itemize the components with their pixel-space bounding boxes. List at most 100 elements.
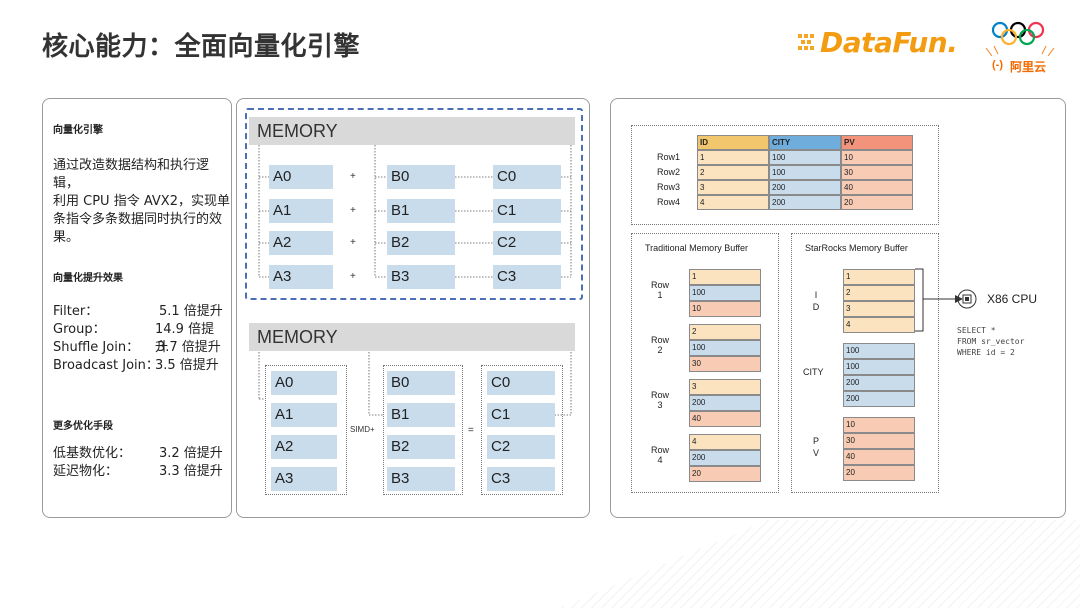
datafun-wordmark: DataFun. [820,26,958,59]
table-cell: 10 [841,150,913,165]
buffer-cell: 4 [843,317,915,333]
scalar-flow-lines [258,145,572,416]
row-label-word: Row [651,280,670,290]
cell-b1: B1 [387,199,455,223]
buffer-cell: 40 [843,449,915,465]
buffer-cell: 3 [843,301,915,317]
row-label-num: 4 [657,455,663,465]
aliyun-logo: (-) 阿里云 [992,58,1052,74]
sql-line: FROM sr_vector [957,337,1025,346]
right-panel: ID CITY PV Row1 1 100 10 Row2 2 100 30 R… [610,98,1066,518]
cell-b0: B0 [387,371,455,395]
olympic-rings-icon [985,21,1055,57]
cell-c1: C1 [493,199,561,223]
middle-panel: MEMORY A0 A1 A2 A3 + + + + B0 B1 B2 B3 C… [236,98,590,518]
bracket-arrow [915,268,963,332]
table-cell: 100 [769,150,841,165]
cpu-icon [957,289,977,309]
buffer-cell: 100 [843,343,915,359]
buffer-cell: 1 [689,269,761,285]
simd-plus-label: SIMD+ [350,425,375,434]
stat-row: 低基数优化：3.2 倍提升 [53,445,225,463]
source-table-box [631,125,939,225]
desc-line: 利用 CPU 指令 AVX2，实现单 [53,194,230,209]
cell-a2: A2 [269,231,333,255]
buffer-cell: 100 [689,285,761,301]
table-cell: 1 [697,150,769,165]
buffer-cell: 10 [689,301,761,317]
cell-c3: C3 [493,265,561,289]
col-header-id: ID [697,135,769,150]
buffer-cell: 200 [843,375,915,391]
stat-value: 5.1 倍提升 [159,304,223,319]
buffer-cell: 4 [689,434,761,450]
cell-a0: A0 [269,165,333,189]
stat-value: 3.2 倍提升 [159,446,223,461]
table-cell: 40 [841,180,913,195]
table-cell: 20 [841,195,913,210]
aliyun-olympic-logo: (-) 阿里云 [984,20,1056,80]
table-cell: 200 [769,195,841,210]
stat-row: 延迟物化：3.3 倍提升 [53,463,225,481]
stat-key: Group： [53,322,106,337]
equals-sign: = [468,425,474,436]
row-label: Row3 [657,182,681,192]
vector-engine-description: 通过改造数据结构和执行逻辑， 利用 CPU 指令 AVX2，实现单 条指令多条数… [53,157,231,247]
simd-group-c [481,365,563,495]
row-label-num: 2 [657,345,663,355]
traditional-buffer-box [631,233,779,493]
buffer-cell: 40 [689,411,761,427]
simd-group-a [265,365,347,495]
cell-b3: B3 [387,265,455,289]
chip-icon [957,289,977,309]
buffer-cell: 30 [689,356,761,372]
table-cell: 30 [841,165,913,180]
section-heading-vector-engine: 向量化引擎 [53,125,103,136]
column-label: CITY [803,367,824,377]
buffer-cell: 3 [689,379,761,395]
column-label-part: I [814,290,818,300]
starrocks-buffer-title: StarRocks Memory Buffer [805,243,908,253]
table-cell: 2 [697,165,769,180]
plus-sign: + [350,171,356,182]
datafun-logo: DataFun. [796,24,958,64]
stat-value: 14.9 倍提升 [155,322,215,355]
traditional-buffer-title: Traditional Memory Buffer [645,243,749,253]
column-label-part: V [812,448,819,458]
stat-value: 3.7 倍提升 [157,340,221,355]
sql-query: SELECT * FROM sr_vector WHERE id = 2 [957,325,1024,358]
aliyun-mark-icon: (-) [992,59,1003,71]
stat-key: Broadcast Join： [53,358,159,373]
cell-a1: A1 [271,403,337,427]
cell-a1: A1 [269,199,333,223]
desc-line: 通过改造数据结构和执行逻辑， [53,158,210,191]
cell-c3: C3 [487,467,555,491]
cell-b1: B1 [387,403,455,427]
cell-b2: B2 [387,231,455,255]
row-label: Row2 [657,167,681,177]
memory-bar-scalar: MEMORY [249,117,575,145]
buffer-cell: 2 [843,285,915,301]
table-cell: 100 [769,165,841,180]
cell-b3: B3 [387,467,455,491]
stat-row: Broadcast Join：3.5 倍提升 [53,357,225,375]
stat-key: 延迟物化： [53,464,119,479]
section-heading-more-optimizations: 更多优化手段 [53,421,113,432]
buffer-cell: 30 [843,433,915,449]
desc-line: 果。 [53,230,80,245]
column-label-part: P [812,436,819,446]
sql-line: SELECT * [957,326,996,335]
datafun-dots-icon [798,34,814,50]
plus-sign: + [350,205,356,216]
row-label-num: 3 [657,400,663,410]
cell-b2: B2 [387,435,455,459]
simd-group-b [383,365,463,495]
column-label-part: D [812,302,820,312]
section-heading-improvement: 向量化提升效果 [53,273,123,284]
row-label: Row1 [657,152,681,162]
